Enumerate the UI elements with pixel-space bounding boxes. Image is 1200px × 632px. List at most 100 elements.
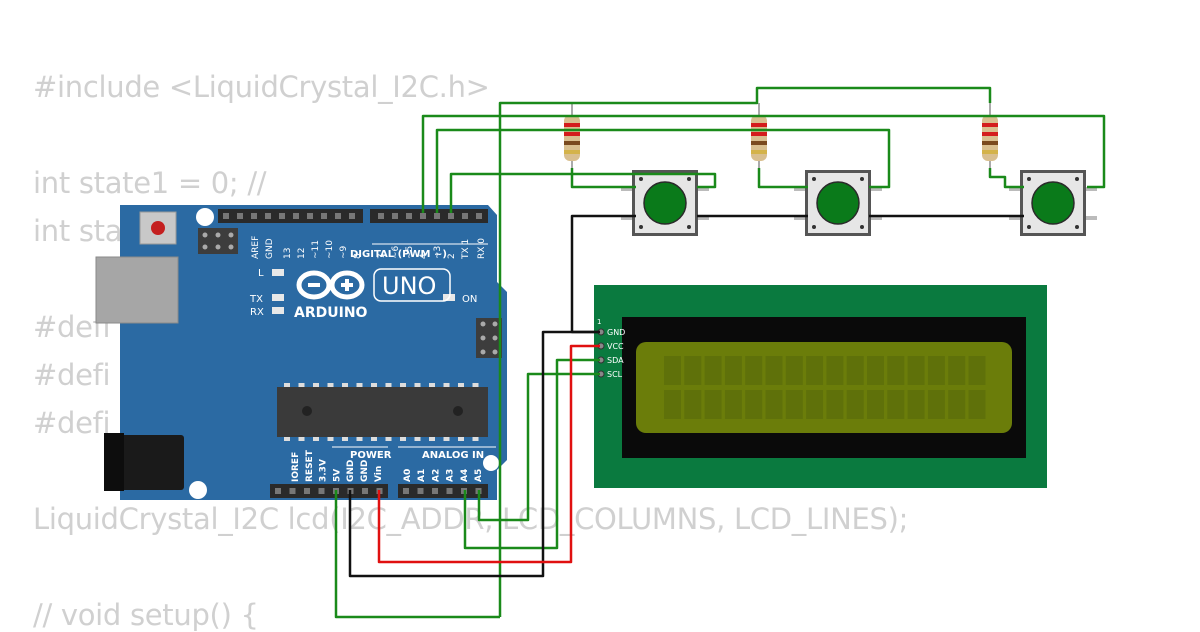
led-rx-label: RX: [250, 307, 264, 318]
power-pin-label: 5V: [332, 469, 342, 482]
digital-pin-label: 12: [297, 248, 307, 259]
led-rx: [272, 307, 284, 314]
lcd-char-cell: [846, 356, 864, 385]
mounting-hole: [196, 208, 214, 226]
led-l: [272, 269, 284, 276]
digital-pin-label: TX 1: [461, 239, 471, 260]
lcd-char-cell: [664, 390, 681, 419]
power-pin-label: Vin: [374, 466, 384, 482]
led-tx: [272, 294, 284, 301]
resistor[interactable]: [751, 103, 767, 168]
icsp-header-top: [198, 228, 238, 254]
usb-port: [95, 256, 179, 324]
power-header: [270, 484, 388, 498]
wire-btn1: [570, 168, 636, 189]
code-line-state1: int state1 = 0; //: [33, 166, 267, 200]
wire-pin2: [449, 172, 717, 213]
mounting-hole: [483, 455, 499, 471]
lcd-char-cell: [907, 356, 925, 385]
lcd-char-cell: [704, 390, 722, 419]
digital-pin-label: ~5: [405, 246, 415, 259]
digital-pin-label: 13: [283, 248, 293, 259]
lcd-char-cell: [846, 390, 864, 419]
lcd-char-cell: [907, 390, 925, 419]
lcd-char-cell: [745, 356, 763, 385]
code-line-define2: #defi: [33, 358, 111, 392]
lcd-screen: [636, 342, 1012, 433]
lcd-char-cell: [927, 390, 945, 419]
analog-pin-label: A3: [446, 469, 456, 482]
reset-button-cap: [151, 221, 165, 235]
digital-pin-label: AREF: [251, 236, 261, 259]
power-pin-label: IOREF: [291, 452, 301, 482]
digital-pin-label: ~3: [433, 246, 443, 259]
lcd-char-cell: [806, 390, 824, 419]
code-line-state2: int sta: [33, 214, 123, 248]
lcd-char-cell: [968, 356, 986, 385]
analog-header-label: ANALOG IN: [422, 450, 484, 461]
arduino-model: UNO: [382, 272, 436, 300]
lcd-char-cell: [785, 390, 803, 419]
digital-pin-label: 4: [419, 253, 429, 259]
analog-header: [398, 484, 488, 498]
wire-vcc-bus: [498, 86, 992, 617]
code-line-include: #include <LiquidCrystal_I2C.h>: [33, 70, 490, 104]
power-pin-label: GND: [360, 460, 370, 482]
push-button[interactable]: [621, 170, 709, 236]
power-pin-label: RESET: [305, 449, 315, 482]
led-l-label: L: [258, 268, 264, 279]
arduino-logo-icon: [296, 270, 365, 300]
lcd-char-cell: [765, 390, 783, 419]
code-line-lcd-init: LiquidCrystal_I2C lcd(I2C_ADDR, LCD_COLU…: [33, 502, 909, 536]
digital-header-label: DIGITAL (PWM ~): [350, 249, 447, 260]
digital-header-right: [370, 209, 488, 223]
resistor[interactable]: [564, 103, 580, 170]
lcd-char-cell: [968, 390, 986, 419]
lcd-char-cell: [806, 356, 824, 385]
atmega-chip: [277, 383, 488, 441]
analog-pin-label: A5: [474, 469, 484, 482]
wire-vcc-lcd: [377, 344, 600, 564]
code-line-setup: // void setup() {: [33, 598, 259, 632]
analog-pin-label: A0: [403, 469, 413, 482]
lcd-char-cell: [927, 356, 945, 385]
lcd-char-cell: [684, 390, 702, 419]
digital-pin-label: ~11: [311, 240, 321, 259]
lcd-char-cell: [745, 390, 763, 419]
lcd-pin-label: VCC: [607, 342, 624, 351]
mounting-hole: [189, 481, 207, 499]
lcd-char-cell: [724, 390, 742, 419]
wire-pin4: [421, 114, 1106, 213]
wires: [334, 86, 1106, 619]
wire-5v: [334, 490, 500, 619]
power-pin-label: 3.3V: [319, 459, 329, 482]
lcd-char-cell: [826, 356, 844, 385]
digital-header-left: [218, 209, 363, 223]
push-button[interactable]: [794, 170, 882, 236]
power-header-label: POWER: [350, 450, 392, 461]
icsp-header-right: [476, 318, 502, 358]
lcd-char-cell: [704, 356, 722, 385]
digital-pin-label: ~6: [391, 245, 401, 259]
resistor[interactable]: [982, 103, 998, 168]
analog-pin-label: A1: [417, 469, 427, 482]
analog-pin-label: A2: [431, 469, 441, 482]
wire-btn3: [988, 168, 1024, 189]
code-line-define3: #defi: [33, 406, 111, 440]
wire-pin3: [435, 128, 891, 213]
lcd-char-cell: [664, 356, 681, 385]
digital-pin-label: 2: [447, 253, 457, 259]
lcd-char-cell: [867, 390, 884, 419]
lcd-pin-number: 1: [597, 318, 601, 326]
analog-pin-label: A4: [460, 469, 470, 482]
arduino-brand: ARDUINO: [294, 305, 368, 321]
digital-pin-label: RX 0: [477, 238, 487, 259]
push-button[interactable]: [1009, 170, 1097, 236]
led-on-label: ON: [462, 294, 477, 305]
led-tx-label: TX: [249, 294, 263, 305]
wire-gnd-lcd: [348, 330, 600, 578]
lcd-pin-label: SCL: [607, 370, 623, 379]
